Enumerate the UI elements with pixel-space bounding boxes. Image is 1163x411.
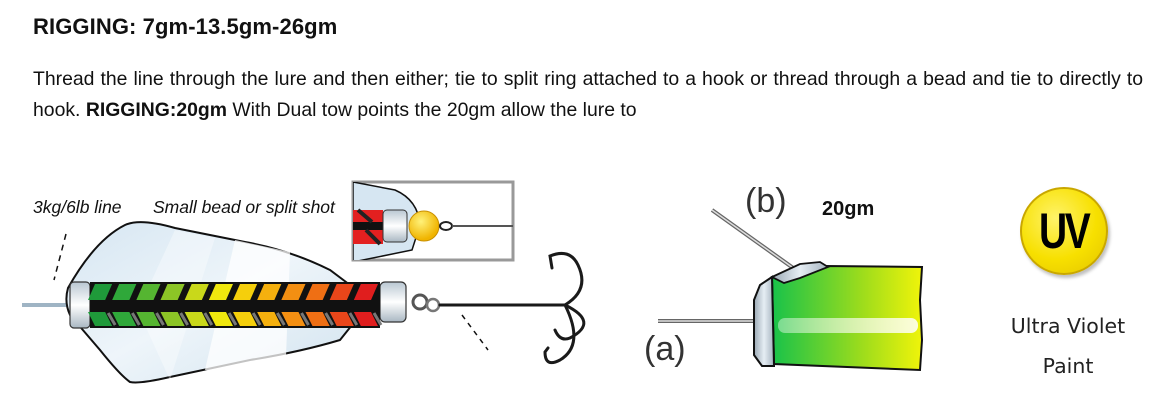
band-segment-upper — [208, 284, 233, 300]
band-segment-lower — [136, 312, 161, 326]
band-segment-lower — [353, 312, 378, 326]
band-segment-upper — [305, 284, 330, 300]
band-stripe — [324, 312, 334, 326]
band-stripe — [372, 312, 383, 326]
line-leader-dash — [53, 233, 67, 281]
split-ring — [411, 293, 429, 311]
uv-icon: UV — [1020, 187, 1108, 275]
band-segment-upper — [136, 284, 161, 300]
band-segment-lower — [112, 312, 137, 326]
lure-illustration — [22, 180, 586, 384]
rigging-20gm-label: RIGGING:20gm — [85, 99, 227, 121]
band-segment-upper — [281, 284, 306, 300]
glow-stripe — [778, 318, 918, 333]
band-stripe — [276, 312, 286, 326]
band-segment-upper — [184, 284, 209, 300]
rigging-heading: RIGGING: 7gm-13.5gm-26gm — [33, 14, 338, 39]
band-segment-upper — [160, 284, 185, 300]
band-stripe — [131, 312, 141, 326]
band-segment-upper — [329, 284, 354, 300]
hook-leader-dash — [461, 314, 489, 351]
band-segment-upper — [353, 284, 378, 300]
tow-point-b-label: (b) — [745, 182, 787, 220]
band-segment-upper — [233, 284, 258, 300]
band-segment-upper — [257, 284, 282, 300]
rigging-instructions: Thread the line through the lure and the… — [33, 64, 1143, 126]
bead — [408, 210, 440, 242]
band-segment-upper — [88, 284, 113, 300]
color-band — [88, 282, 383, 328]
dual-tow-illustration — [658, 208, 924, 372]
top-tow-point — [769, 261, 830, 284]
tube-front — [69, 281, 91, 329]
uv-caption-line2: Paint — [1042, 354, 1094, 378]
band-stripe — [203, 312, 214, 326]
dual-tow-diagram: (b) (a) 20gm — [600, 170, 980, 406]
split-ring — [425, 297, 441, 313]
weight-label: 20gm — [822, 198, 875, 220]
band-stripe — [227, 312, 238, 326]
tow-point-a-label: (a) — [644, 330, 686, 368]
band-segment-lower — [305, 312, 330, 326]
uv-badge-container: UV — [1020, 187, 1112, 279]
uv-caption-line1: Ultra Violet — [1010, 314, 1126, 338]
bead-label: Small bead or split shot — [153, 197, 335, 217]
band-stripe — [155, 312, 165, 326]
band-segment-lower — [88, 312, 113, 326]
band-segment-lower — [208, 312, 233, 326]
instructions-text-1: Thread the line through the lure and the… — [33, 68, 1143, 121]
band-stripe — [251, 312, 262, 326]
band-segment-upper — [112, 284, 137, 300]
uv-badge-text: UV — [1039, 203, 1091, 259]
band-stripe — [348, 312, 359, 326]
nose-cap — [753, 275, 776, 367]
bead-inset-detail — [353, 182, 513, 260]
band-segment-lower — [329, 312, 354, 326]
line-label: 3kg/6lb line — [33, 197, 122, 217]
band-segment-lower — [160, 312, 185, 326]
lure-rigging-diagram: 3kg/6lb line Small bead or split shot — [0, 170, 600, 406]
band-segment-lower — [257, 312, 282, 326]
band-stripe — [106, 312, 117, 326]
band-segment-lower — [281, 312, 306, 326]
band-stripe — [179, 312, 189, 326]
tube-back — [379, 281, 407, 323]
band-segment-lower — [233, 312, 258, 326]
band-segment-lower — [184, 312, 209, 326]
instructions-text-2: With Dual tow points the 20gm allow the … — [226, 99, 637, 121]
band-stripe — [300, 312, 310, 326]
treble-hook — [438, 252, 586, 365]
uv-caption: Ultra Violet Paint — [998, 306, 1138, 386]
